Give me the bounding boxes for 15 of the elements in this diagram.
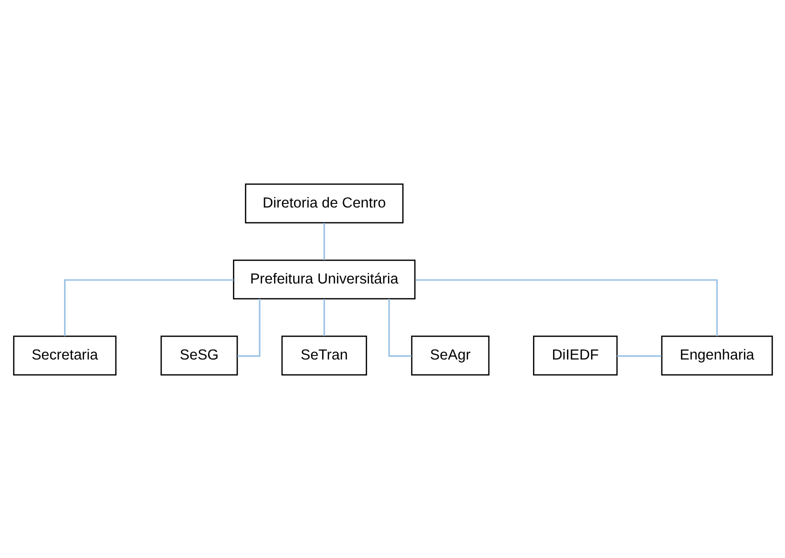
connector bbox=[64, 278, 233, 336]
node-box: Prefeitura Universitária bbox=[232, 259, 415, 299]
connector bbox=[322, 298, 325, 336]
connector bbox=[616, 354, 661, 356]
node-box: Diretoria de Centro bbox=[244, 183, 404, 223]
node-box: SeTran bbox=[280, 335, 367, 375]
node-box: SeAgr bbox=[410, 335, 489, 375]
node-box: DiIEDF bbox=[532, 335, 618, 375]
node-box: Engenharia bbox=[660, 335, 772, 375]
connector bbox=[322, 222, 325, 260]
node-box: SeSG bbox=[160, 335, 238, 375]
connector bbox=[236, 298, 260, 356]
node-box: Secretaria bbox=[12, 335, 116, 375]
connector bbox=[414, 278, 718, 336]
connector bbox=[388, 298, 412, 356]
